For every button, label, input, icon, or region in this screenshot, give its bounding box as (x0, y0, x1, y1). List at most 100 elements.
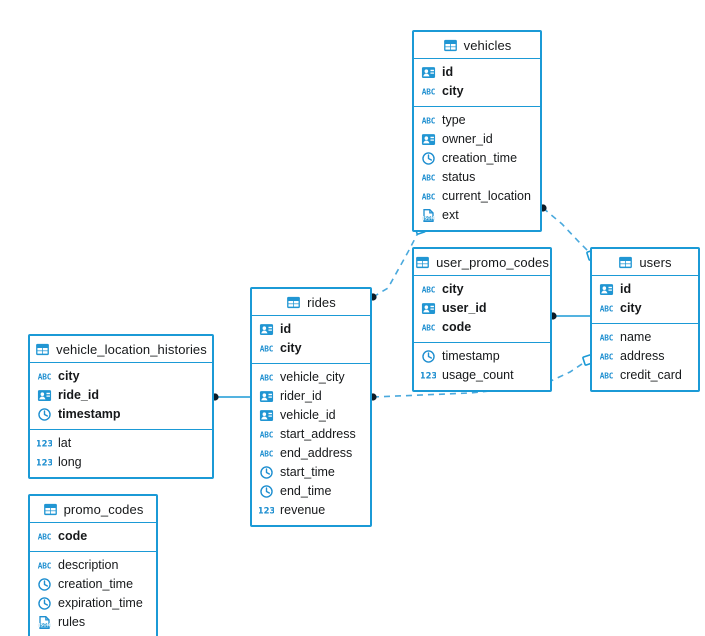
field-name: current_location (442, 189, 531, 204)
abc-icon (599, 301, 614, 316)
field-name: revenue (280, 503, 326, 518)
table-name: rides (307, 294, 336, 310)
id-badge-icon (37, 388, 52, 403)
field-row-users-address[interactable]: address (592, 347, 698, 366)
field-row-vehicle_location_histories-long[interactable]: long (30, 453, 212, 472)
primary-key-row-rides-city[interactable]: city (252, 339, 370, 358)
primary-key-row-rides-id[interactable]: id (252, 320, 370, 339)
field-name: name (620, 330, 652, 345)
table-header-users[interactable]: users (592, 249, 698, 276)
field-name: description (58, 558, 119, 573)
numeric-icon (259, 503, 274, 518)
table-header-rides[interactable]: rides (252, 289, 370, 316)
table-name: vehicles (463, 37, 512, 53)
id-badge-icon (421, 301, 436, 316)
primary-key-row-vehicle_location_histories-ride_id[interactable]: ride_id (30, 386, 212, 405)
field-name: address (620, 349, 665, 364)
primary-key-row-vehicle_location_histories-timestamp[interactable]: timestamp (30, 405, 212, 424)
primary-key-row-user_promo_codes-code[interactable]: code (414, 318, 550, 337)
field-row-rides-vehicle_id[interactable]: vehicle_id (252, 406, 370, 425)
field-row-rides-vehicle_city[interactable]: vehicle_city (252, 368, 370, 387)
field-row-vehicles-current_location[interactable]: current_location (414, 187, 540, 206)
field-name: timestamp (442, 349, 500, 364)
id-badge-icon (259, 322, 274, 337)
field-name: id (620, 282, 632, 297)
field-name: lat (58, 436, 72, 451)
table-header-user_promo_codes[interactable]: user_promo_codes (414, 249, 550, 276)
primary-key-section-vehicles: id city (414, 59, 540, 107)
field-row-users-credit_card[interactable]: credit_card (592, 366, 698, 385)
field-row-promo_codes-description[interactable]: description (30, 556, 156, 575)
primary-key-section-rides: id city (252, 316, 370, 364)
field-row-rides-start_time[interactable]: start_time (252, 463, 370, 482)
field-row-vehicles-owner_id[interactable]: owner_id (414, 130, 540, 149)
field-section-users: name address credit_card (592, 324, 698, 390)
table-header-vehicle_location_histories[interactable]: vehicle_location_histories (30, 336, 212, 363)
field-row-rides-end_time[interactable]: end_time (252, 482, 370, 501)
primary-key-row-vehicles-id[interactable]: id (414, 63, 540, 82)
field-row-rides-start_address[interactable]: start_address (252, 425, 370, 444)
primary-key-row-user_promo_codes-user_id[interactable]: user_id (414, 299, 550, 318)
id-badge-icon (421, 132, 436, 147)
table-grid-icon (35, 342, 50, 357)
field-name: vehicle_id (280, 408, 336, 423)
primary-key-row-promo_codes-code[interactable]: code (30, 527, 156, 546)
abc-icon (421, 320, 436, 335)
abc-icon (421, 84, 436, 99)
field-row-vehicles-type[interactable]: type (414, 111, 540, 130)
field-row-promo_codes-creation_time[interactable]: creation_time (30, 575, 156, 594)
field-name: status (442, 170, 476, 185)
field-row-rides-end_address[interactable]: end_address (252, 444, 370, 463)
field-row-vehicles-creation_time[interactable]: creation_time (414, 149, 540, 168)
primary-key-row-users-city[interactable]: city (592, 299, 698, 318)
field-row-promo_codes-rules[interactable]: rules (30, 613, 156, 632)
field-row-user_promo_codes-timestamp[interactable]: timestamp (414, 347, 550, 366)
primary-key-row-vehicles-city[interactable]: city (414, 82, 540, 101)
abc-icon (259, 446, 274, 461)
field-row-user_promo_codes-usage_count[interactable]: usage_count (414, 366, 550, 385)
field-name: city (442, 282, 464, 297)
primary-key-row-user_promo_codes-city[interactable]: city (414, 280, 550, 299)
field-row-users-name[interactable]: name (592, 328, 698, 347)
field-name: city (620, 301, 642, 316)
field-name: end_address (280, 446, 353, 461)
field-name: creation_time (58, 577, 134, 592)
primary-key-row-vehicle_location_histories-city[interactable]: city (30, 367, 212, 386)
relationship-vehicle-location-histories-to-rides[interactable] (211, 393, 250, 401)
field-name: city (58, 369, 80, 384)
field-name: type (442, 113, 466, 128)
field-name: id (280, 322, 292, 337)
primary-key-row-users-id[interactable]: id (592, 280, 698, 299)
field-section-vehicle_location_histories: lat long (30, 430, 212, 477)
field-name: ext (442, 208, 459, 223)
entity-table-users[interactable]: users id city name address credit_card (590, 247, 700, 392)
field-name: expiration_time (58, 596, 143, 611)
table-name: user_promo_codes (436, 254, 549, 270)
numeric-icon (37, 436, 52, 451)
field-name: code (442, 320, 472, 335)
relationship-user-promo-codes-to-users[interactable] (549, 312, 590, 320)
abc-icon (259, 427, 274, 442)
field-row-rides-rider_id[interactable]: rider_id (252, 387, 370, 406)
table-header-vehicles[interactable]: vehicles (414, 32, 540, 59)
field-row-vehicle_location_histories-lat[interactable]: lat (30, 434, 212, 453)
field-row-vehicles-ext[interactable]: ext (414, 206, 540, 225)
field-name: owner_id (442, 132, 493, 147)
abc-icon (37, 369, 52, 384)
table-header-promo_codes[interactable]: promo_codes (30, 496, 156, 523)
field-name: start_address (280, 427, 356, 442)
field-row-rides-revenue[interactable]: revenue (252, 501, 370, 520)
field-row-promo_codes-expiration_time[interactable]: expiration_time (30, 594, 156, 613)
abc-icon (421, 189, 436, 204)
field-row-vehicles-status[interactable]: status (414, 168, 540, 187)
field-name: id (442, 65, 454, 80)
field-name: timestamp (58, 407, 121, 422)
field-name: start_time (280, 465, 335, 480)
